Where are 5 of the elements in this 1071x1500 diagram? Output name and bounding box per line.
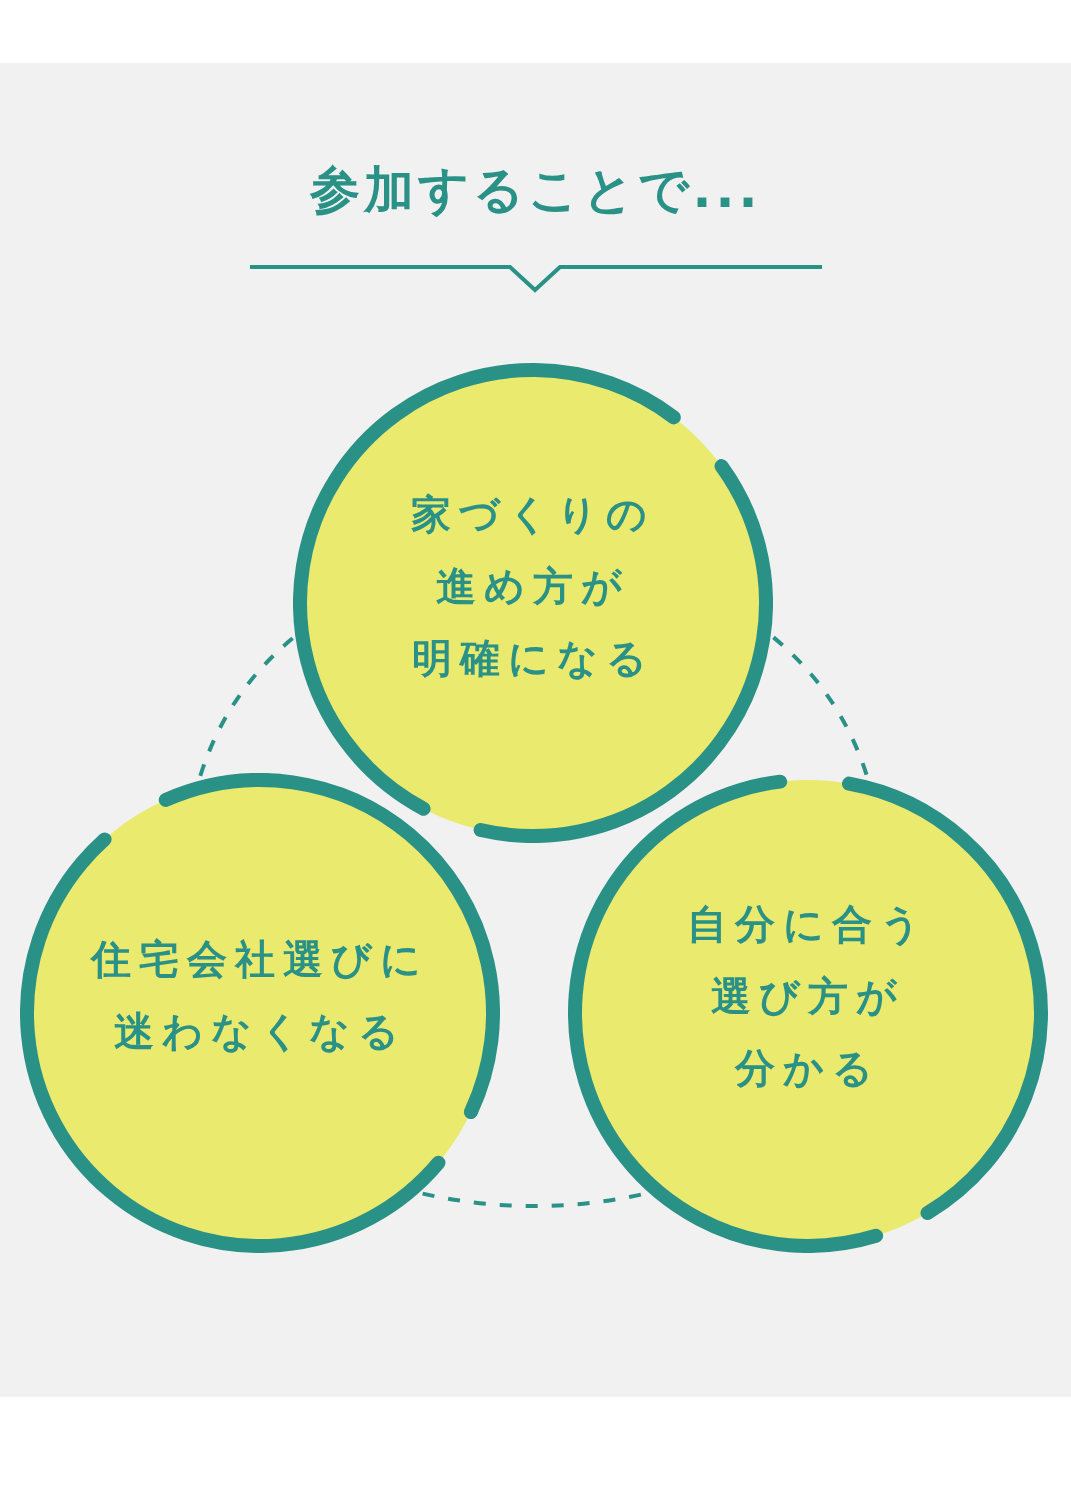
heading: 参加することで...: [308, 160, 763, 221]
circle-label: 自分に合う選び方が分かる: [686, 900, 930, 1093]
circle-label: 家づくりの進め方が明確になる: [410, 490, 656, 683]
dashed-connector: [197, 636, 294, 779]
circle-label: 住宅会社選びに迷わなくなる: [89, 935, 430, 1056]
